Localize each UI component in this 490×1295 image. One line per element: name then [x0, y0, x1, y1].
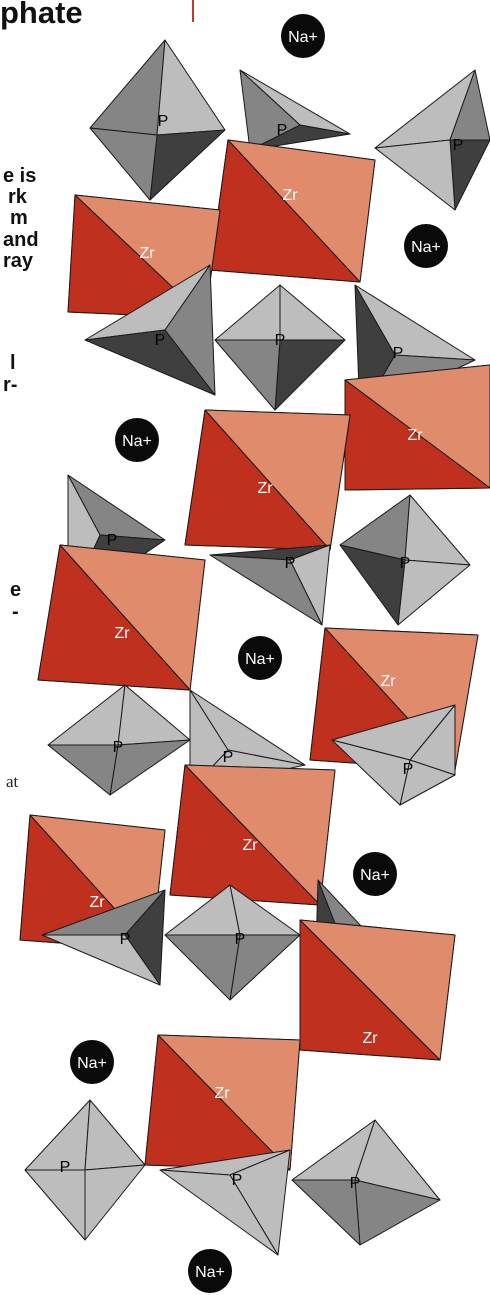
p-label: P [113, 739, 124, 756]
sodium-ion [188, 1249, 232, 1293]
p-face [164, 934, 241, 1001]
zr-label: Zr [380, 673, 396, 690]
zr-label: Zr [257, 480, 273, 497]
p-face [24, 1099, 91, 1171]
page-title-fragment: phate [0, 0, 83, 30]
sodium-ion [404, 224, 448, 268]
p-face [279, 284, 346, 341]
p-face [89, 39, 166, 136]
text-fragment-9: - [12, 601, 19, 623]
sodium-ion [238, 636, 282, 680]
p-face [339, 544, 406, 626]
text-fragment-8: e [10, 579, 22, 601]
p-label: P [235, 931, 246, 948]
p-label: P [453, 137, 464, 154]
p-label: P [277, 122, 288, 139]
p-label: P [223, 749, 234, 766]
p-label: P [350, 1175, 361, 1192]
p-face [149, 129, 226, 201]
p-face [159, 1169, 279, 1256]
p-label: P [120, 931, 131, 948]
p-face [291, 1179, 361, 1246]
sodium-ion-label: Na+ [195, 1264, 225, 1281]
p-face [41, 934, 161, 986]
text-fragment-4: and [3, 229, 39, 251]
sodium-ion-label: Na+ [122, 433, 152, 450]
p-label: P [107, 532, 118, 549]
p-face [239, 69, 301, 151]
p-face [24, 1169, 86, 1241]
sodium-ion-label: Na+ [360, 867, 390, 884]
p-face [214, 339, 281, 411]
p-label: P [155, 332, 166, 349]
text-fragment-1: e is [3, 165, 37, 187]
zr-label: Zr [407, 427, 423, 444]
p-label: P [232, 1172, 243, 1189]
text-fragment-10: at [6, 772, 19, 791]
text-fragment-3: m [10, 207, 28, 229]
text-fragment-6: l [10, 352, 16, 374]
p-face [89, 127, 158, 201]
zr-label: Zr [114, 625, 130, 642]
p-label: P [285, 555, 296, 572]
p-face [84, 1099, 146, 1171]
p-face [84, 329, 216, 396]
p-label: P [393, 345, 404, 362]
zr-label: Zr [362, 1030, 378, 1047]
zr-face-dark [184, 409, 331, 551]
zr-label: Zr [139, 245, 155, 262]
text-fragment-7: r- [3, 374, 18, 396]
p-face [404, 494, 471, 566]
zr-label: Zr [242, 837, 258, 854]
p-label: P [158, 113, 169, 130]
sodium-ion-label: Na+ [77, 1055, 107, 1072]
sodium-ion-label: Na+ [245, 651, 275, 668]
sodium-ion [281, 14, 325, 58]
p-face [331, 739, 411, 806]
text-fragment-5: ray [3, 250, 34, 272]
p-face [209, 554, 323, 626]
zr-label: Zr [89, 894, 105, 911]
zr-face-dark [37, 544, 191, 691]
zr-face-dark [209, 139, 361, 283]
p-face [47, 744, 119, 796]
p-face [214, 284, 281, 341]
zr-face-dark [299, 919, 441, 1061]
sodium-ion [115, 418, 159, 462]
p-face [84, 1164, 146, 1241]
text-fragment-2: rk [8, 186, 27, 208]
p-label: P [275, 332, 286, 349]
p-label: P [403, 761, 414, 778]
p-label: P [400, 555, 411, 572]
p-face [374, 139, 456, 211]
zr-label: Zr [214, 1085, 230, 1102]
sodium-ion [353, 852, 397, 896]
sodium-ion-label: Na+ [411, 239, 441, 256]
divider-line [192, 0, 194, 22]
sodium-ion-label: Na+ [288, 29, 318, 46]
p-face [274, 339, 346, 411]
sodium-ion [70, 1040, 114, 1084]
p-label: P [60, 1159, 71, 1176]
zr-label: Zr [282, 187, 298, 204]
p-face [117, 684, 191, 746]
p-face [47, 684, 126, 746]
